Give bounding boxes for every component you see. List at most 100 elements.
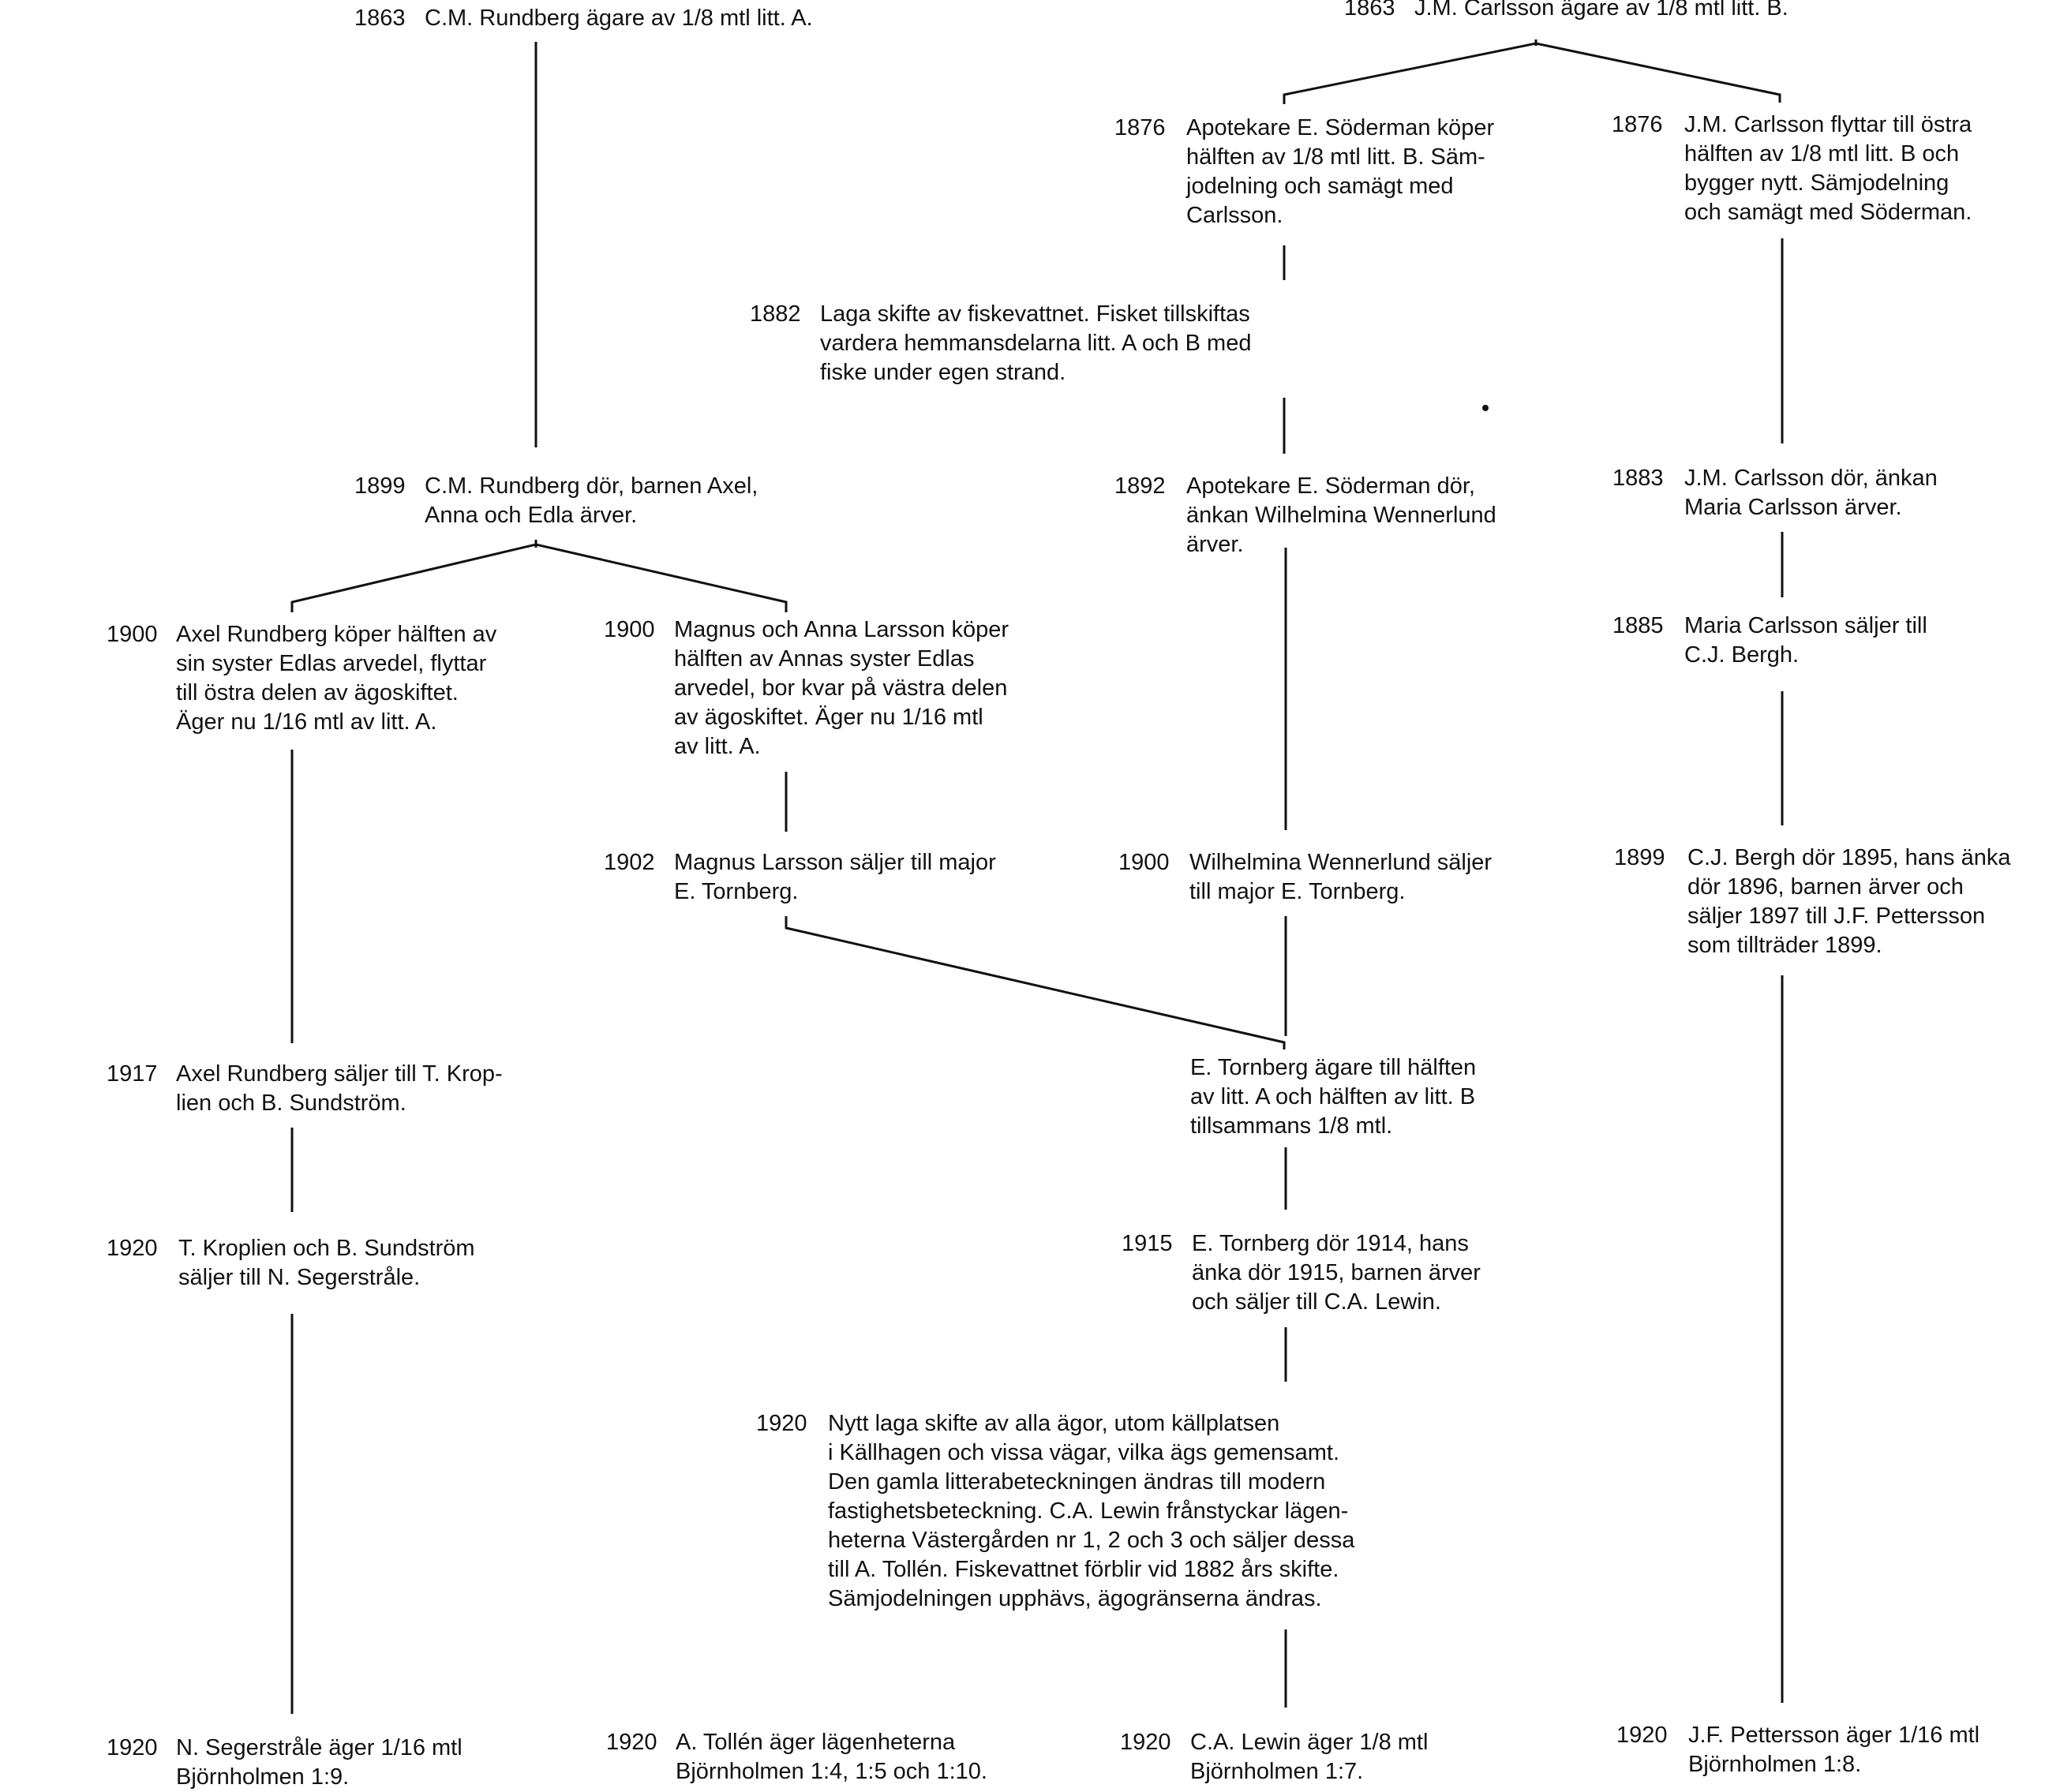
- entry-text-line: Magnus Larsson säljer till major: [674, 850, 996, 875]
- entry-text-line: tillsammans 1/8 mtl.: [1190, 1113, 1393, 1139]
- entry-text-line: fiske under egen strand.: [820, 360, 1066, 385]
- entry-year: 1900: [604, 617, 655, 642]
- entry-text-line: Björnholmen 1:8.: [1688, 1752, 1862, 1777]
- entry-text-line: T. Kroplien och B. Sundström: [178, 1236, 475, 1261]
- entry-text-line: Sämjodelningen upphävs, ägogränserna änd…: [828, 1586, 1322, 1611]
- entry-text-line: Maria Carlsson ärver.: [1684, 495, 1902, 520]
- entry-year: 1900: [107, 622, 158, 647]
- entry-year: 1863: [354, 6, 406, 31]
- entry-year: 1915: [1122, 1231, 1173, 1256]
- entry-text-line: vardera hemmansdelarna litt. A och B med: [820, 331, 1252, 356]
- entry-text-line: ärver.: [1186, 532, 1244, 557]
- entry-year: 1899: [1614, 845, 1665, 870]
- entry-text-line: av litt. A.: [674, 734, 761, 759]
- entry-text-line: Apotekare E. Söderman köper: [1186, 115, 1495, 140]
- entry-text-line: Den gamla litterabeteckningen ändras til…: [828, 1469, 1326, 1495]
- entry-text-line: hälften av 1/8 mtl litt. B och: [1684, 141, 1960, 166]
- entry-text-line: bygger nytt. Sämjodelning: [1684, 170, 1949, 196]
- entry-text: J.M. Carlsson ägare av 1/8 mtl litt. B.: [1414, 0, 1788, 23]
- entry-year: 1892: [1114, 473, 1166, 499]
- entry-text-line: jodelning och samägt med: [1186, 174, 1454, 199]
- entry-year: 1920: [1120, 1730, 1171, 1755]
- entry-text-line: Carlsson.: [1186, 203, 1283, 228]
- entry-text-line: till A. Tollén. Fiskevattnet förblir vid…: [828, 1557, 1339, 1582]
- entry-text-line: säljer 1897 till J.F. Pettersson: [1687, 903, 1986, 929]
- entry-text: Magnus Larsson säljer till major E. Tornb…: [674, 848, 996, 907]
- entry-text-line: J.M. Carlsson dör, änkan: [1684, 466, 1938, 491]
- entry-text-line: dör 1896, barnen ärver och: [1687, 874, 1964, 900]
- entry-text-line: till major E. Tornberg.: [1189, 879, 1406, 904]
- entry-text-line: änkan Wilhelmina Wennerlund: [1186, 503, 1496, 528]
- entry-text-line: av litt. A och hälften av litt. B: [1190, 1084, 1476, 1109]
- entry-text-line: Magnus och Anna Larsson köper: [674, 617, 1009, 642]
- entry-text-line: N. Segerstråle äger 1/16 mtl: [176, 1735, 463, 1760]
- entry-text-line: Björnholmen 1:7.: [1190, 1759, 1364, 1784]
- entry-text-line: som tillträder 1899.: [1687, 933, 1882, 958]
- entry-text: Magnus och Anna Larsson köper hälften av …: [674, 615, 1009, 761]
- entry-text: Axel Rundberg köper hälften av sin syster…: [176, 620, 496, 737]
- entry-text-line: änka dör 1915, barnen ärver: [1192, 1260, 1481, 1285]
- entry-text-line: av ägoskiftet. Äger nu 1/16 mtl: [674, 705, 983, 730]
- entry-text-line: säljer till N. Segerstråle.: [178, 1265, 421, 1290]
- entry-text-line: C.J. Bergh dör 1895, hans änka: [1687, 845, 2011, 870]
- entry-text-line: E. Tornberg ägare till hälften: [1190, 1055, 1477, 1080]
- entry-text-line: och säljer till C.A. Lewin.: [1192, 1289, 1441, 1315]
- entry-text-line: Anna och Edla ärver.: [425, 503, 638, 528]
- entry-text-line: Laga skifte av fiskevattnet. Fisket till…: [820, 301, 1250, 327]
- entry-text-line: C.M. Rundberg dör, barnen Axel,: [425, 473, 758, 499]
- entry-text-line: C.J. Bergh.: [1684, 642, 1800, 668]
- entry-year: 1920: [606, 1730, 657, 1755]
- entry-year: 1920: [107, 1236, 158, 1261]
- entry-text: Laga skifte av fiskevattnet. Fisket till…: [820, 300, 1251, 387]
- entry-text-line: E. Tornberg.: [674, 879, 799, 904]
- entry-text-line: Maria Carlsson säljer till: [1684, 613, 1927, 638]
- entry-year: 1876: [1612, 112, 1663, 137]
- entry-text-line: A. Tollén äger lägenheterna: [676, 1730, 956, 1755]
- entry-text: C.M. Rundberg ägare av 1/8 mtl litt. A.: [425, 4, 813, 33]
- entry-text: Nytt laga skifte av alla ägor, utom käll…: [828, 1409, 1354, 1614]
- entry-text-line: till östra delen av ägoskiftet.: [176, 680, 459, 705]
- entry-text-line: Axel Rundberg köper hälften av: [176, 622, 497, 647]
- entry-year: 1883: [1612, 466, 1664, 491]
- entry-year: 1863: [1344, 0, 1395, 21]
- entry-text-line: i Källhagen och vissa vägar, vilka ägs g…: [828, 1440, 1340, 1465]
- entry-year: 1920: [1616, 1723, 1668, 1748]
- entry-text: T. Kroplien och B. Sundström säljer till …: [178, 1234, 475, 1293]
- entry-text: C.M. Rundberg dör, barnen Axel, Anna och …: [425, 472, 758, 530]
- entry-text-line: och samägt med Söderman.: [1684, 200, 1972, 225]
- entry-year: 1882: [750, 301, 801, 327]
- entry-year: 1900: [1118, 850, 1170, 875]
- entry-year: 1920: [756, 1411, 807, 1436]
- entry-text-line: Björnholmen 1:4, 1:5 och 1:10.: [676, 1759, 987, 1784]
- entry-text-line: Nytt laga skifte av alla ägor, utom käll…: [828, 1411, 1280, 1436]
- entry-year: 1885: [1612, 613, 1664, 638]
- entry-text-line: fastighetsbeteckning. C.A. Lewin frånsty…: [828, 1498, 1349, 1524]
- entry-text-line: C.A. Lewin äger 1/8 mtl: [1190, 1730, 1429, 1755]
- entry-text-line: J.F. Pettersson äger 1/16 mtl: [1688, 1723, 1980, 1748]
- entry-text-line: Wilhelmina Wennerlund säljer: [1189, 850, 1493, 875]
- entry-text: C.J. Bergh dör 1895, hans änka dör 1896, …: [1687, 844, 2010, 960]
- entry-text-line: arvedel, bor kvar på västra delen: [674, 675, 1008, 701]
- entry-text: Apotekare E. Söderman dör, änkan Wilhelmi…: [1186, 472, 1496, 559]
- entry-text: E. Tornberg ägare till hälften av litt. A…: [1190, 1053, 1476, 1141]
- entry-text-line: C.M. Rundberg ägare av 1/8 mtl litt. A.: [425, 6, 813, 31]
- entry-text-line: lien och B. Sundström.: [176, 1091, 406, 1116]
- entry-text-line: hälften av Annas syster Edlas: [674, 646, 975, 672]
- entry-text-line: heterna Västergården nr 1, 2 och 3 och s…: [828, 1528, 1355, 1553]
- entry-year: 1917: [107, 1061, 158, 1087]
- entry-text-line: Apotekare E. Söderman dör,: [1186, 473, 1475, 499]
- entry-text-line: J.M. Carlsson ägare av 1/8 mtl litt. B.: [1414, 0, 1788, 21]
- entry-text-line: Äger nu 1/16 mtl av litt. A.: [176, 709, 437, 735]
- entry-text: Wilhelmina Wennerlund säljer till major E…: [1189, 848, 1492, 907]
- entry-text-line: sin syster Edlas arvedel, flyttar: [176, 651, 487, 676]
- entry-year: 1902: [604, 850, 655, 875]
